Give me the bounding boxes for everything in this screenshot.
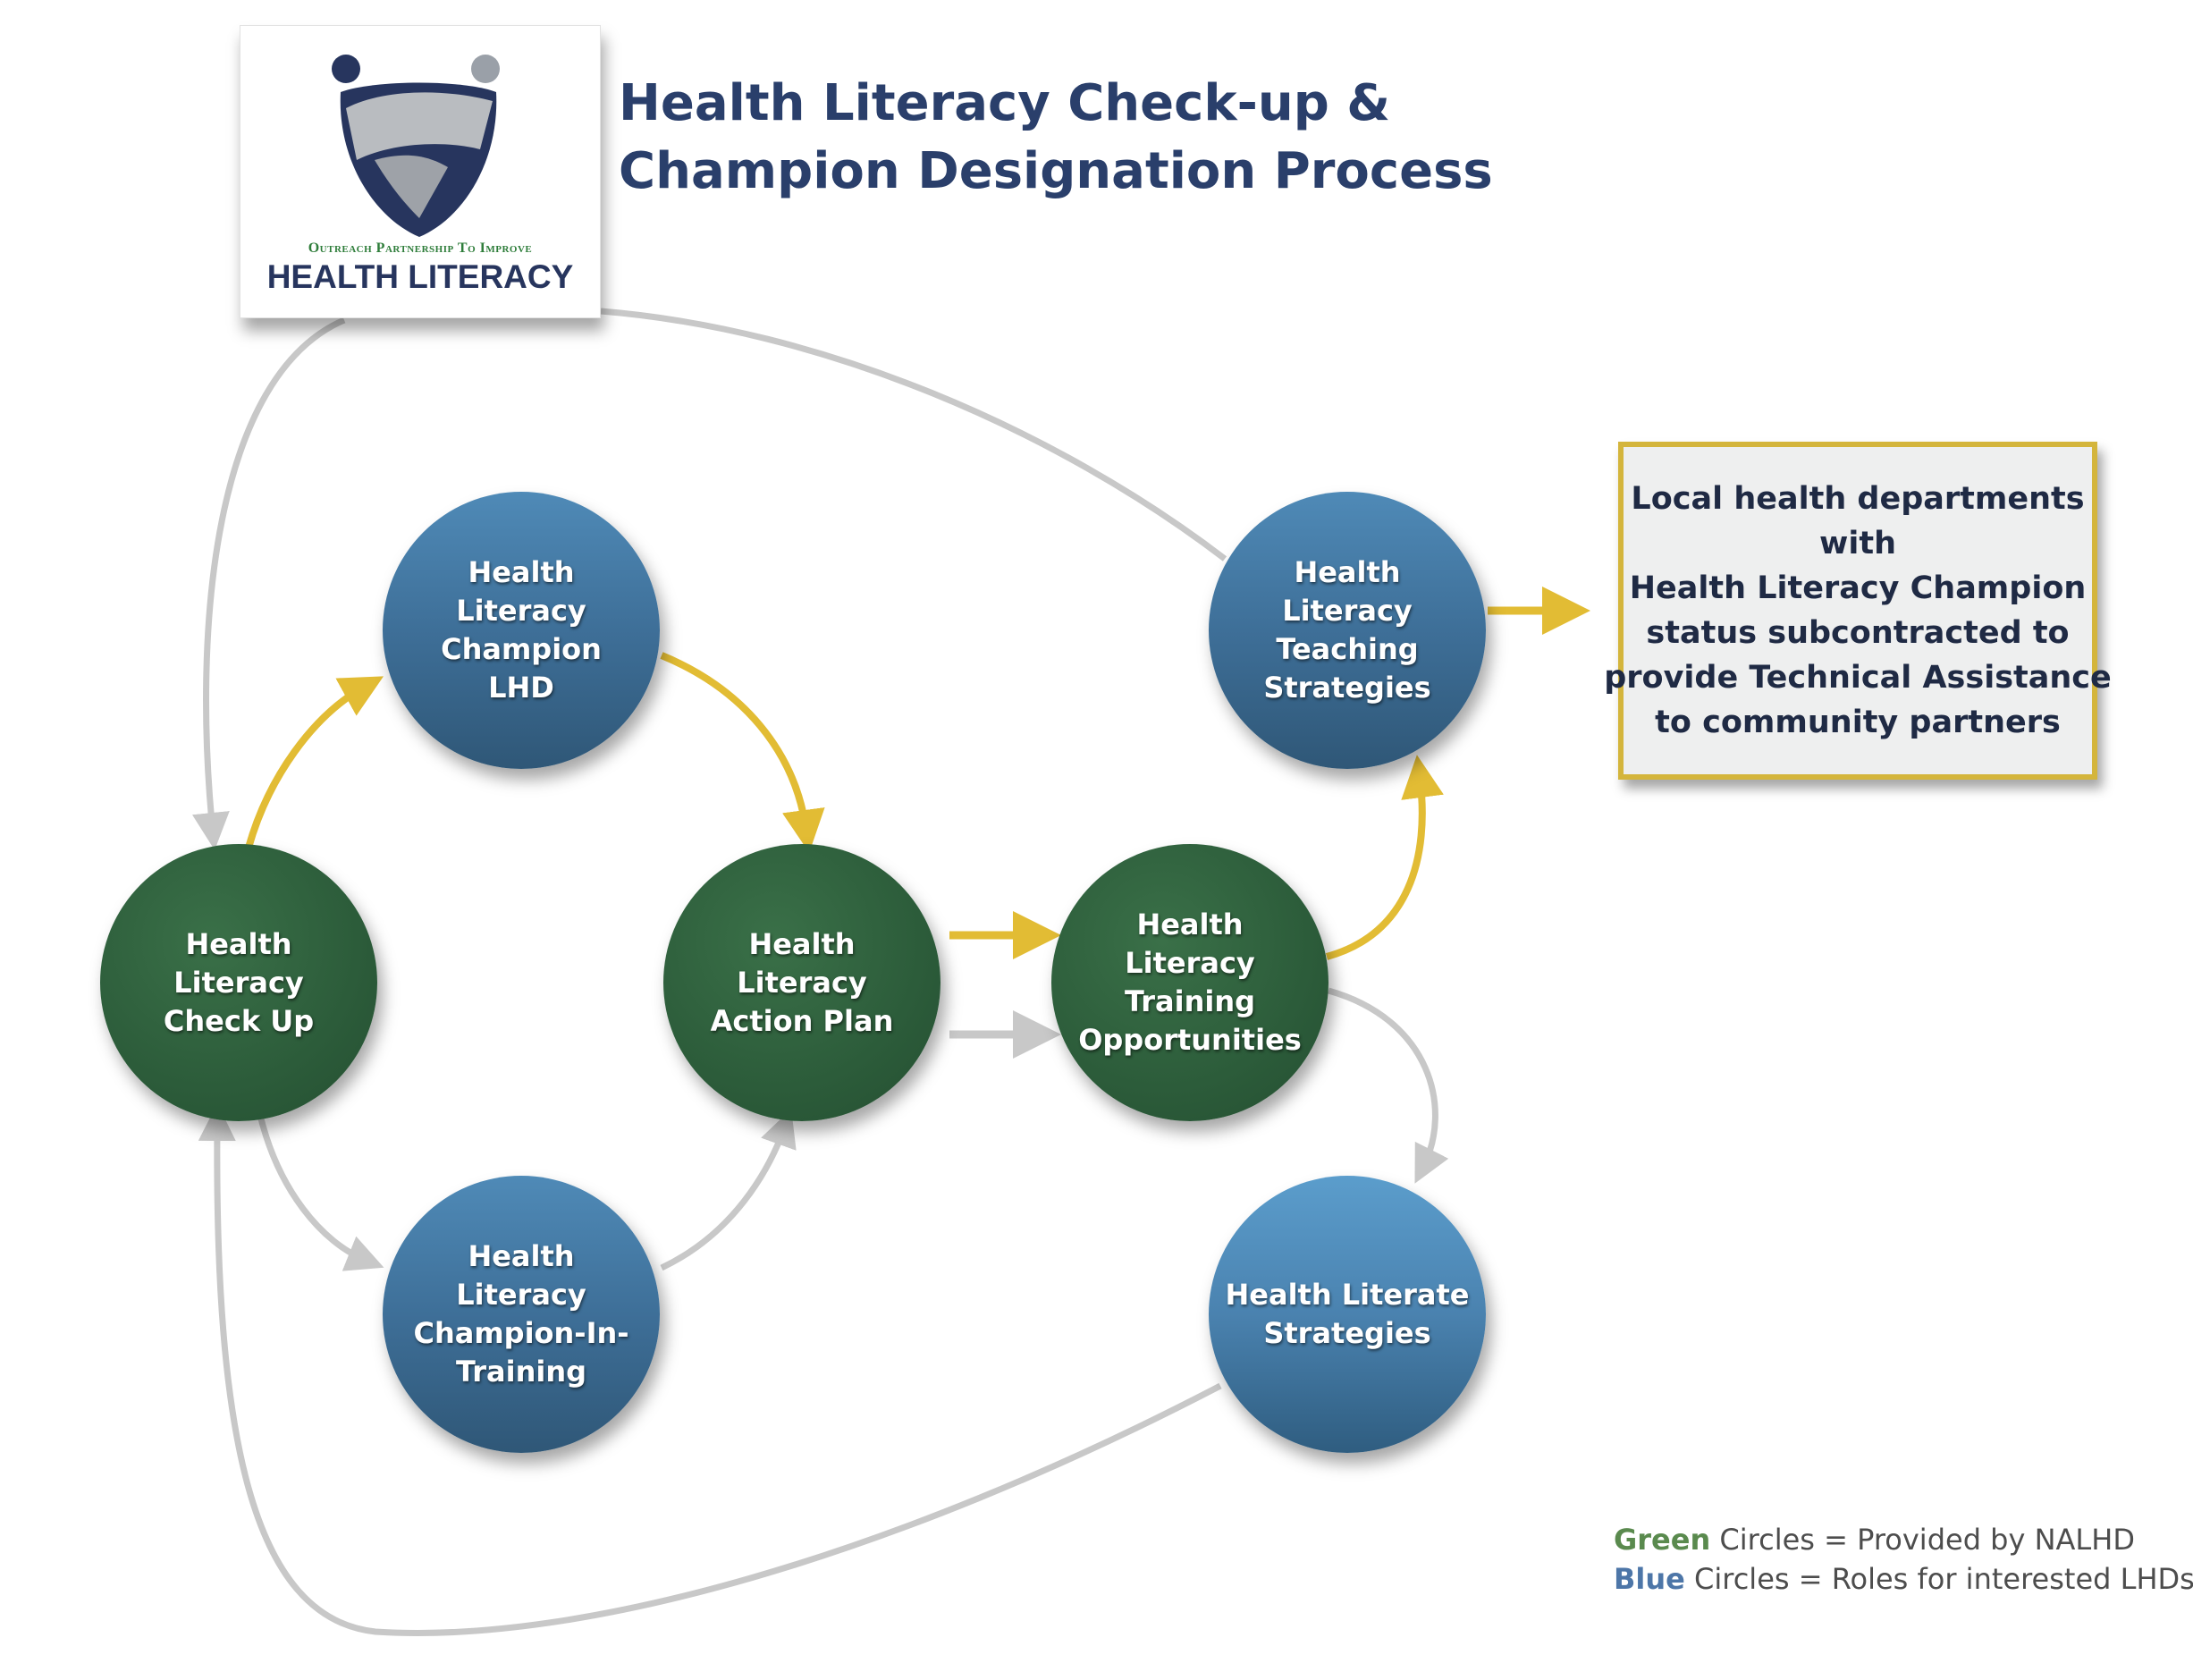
logo-subtitle: Outreach Partnership To Improve [308,241,533,256]
node-action-plan[interactable]: Health Literacy Action Plan [663,844,940,1121]
logo-card: Outreach Partnership To Improve HEALTH L… [240,25,601,318]
node-champion-in-training-label: Health Literacy Champion-In- Training [413,1239,629,1389]
node-check-up[interactable]: Health Literacy Check Up [100,844,377,1121]
page-title: Health Literacy Check-up & Champion Desi… [619,70,1493,206]
node-champion-lhd[interactable]: Health Literacy Champion LHD [383,492,660,769]
gold-arrow-checkup-to-champion [245,676,384,849]
legend-blue: Blue Circles = Roles for interested LHDs [1614,1559,2193,1599]
node-check-up-label: Health Literacy Check Up [163,926,315,1038]
title-line-1: Health Literacy Check-up & [619,74,1391,132]
node-action-plan-label: Health Literacy Action Plan [710,926,894,1038]
node-champion-lhd-label: Health Literacy Champion LHD [441,555,602,705]
legend: Green Circles = Provided by NALHD Blue C… [1614,1520,2193,1599]
gold-arrow-champion-to-action-plan [660,652,825,853]
gray-line-logo-to-teaching [600,308,1227,561]
node-champion-in-training[interactable]: Health Literacy Champion-In- Training [383,1176,660,1453]
gray-arrow-in-training-to-action-plan [660,1109,797,1271]
shield-logo-icon [332,55,500,237]
gray-arrow-logo-to-check-up [192,317,346,850]
info-line: with [1819,526,1896,561]
info-box-text: Local health departments with Health Lit… [1604,477,2112,745]
node-training-opportunities-label: Health Literacy Training Opportunities [1078,908,1302,1057]
info-line: provide Technical Assistance [1604,660,2112,696]
node-teaching-strategies[interactable]: Health Literacy Teaching Strategies [1209,492,1486,769]
legend-green-word: Green [1614,1523,1711,1557]
gray-arrow-training-to-literate [1328,987,1449,1184]
node-literate-strategies[interactable]: Health Literate Strategies [1209,1176,1486,1453]
node-training-opportunities[interactable]: Health Literacy Training Opportunities [1051,844,1328,1121]
info-line: to community partners [1655,705,2061,740]
champion-info-box: Local health departments with Health Lit… [1604,442,2112,780]
node-literate-strategies-label: Health Literate Strategies [1225,1278,1470,1350]
legend-green-text: Circles = Provided by NALHD [1710,1523,2135,1557]
legend-blue-text: Circles = Roles for interested LHDs [1684,1562,2193,1596]
legend-blue-word: Blue [1614,1562,1685,1596]
gray-arrow-literate-to-checkup [198,1103,1222,1636]
info-line: status subcontracted to [1646,615,2070,651]
logo-main-text: HEALTH LITERACY [266,258,574,295]
legend-green: Green Circles = Provided by NALHD [1614,1520,2193,1559]
info-line: Local health departments [1631,481,2085,517]
title-line-2: Champion Designation Process [619,142,1493,200]
gray-arrow-checkup-to-in-training [256,1110,384,1271]
node-teaching-strategies-label: Health Literacy Teaching Strategies [1263,555,1431,705]
gold-arrow-training-to-teaching [1325,755,1444,960]
info-line: Health Literacy Champion [1629,570,2087,606]
